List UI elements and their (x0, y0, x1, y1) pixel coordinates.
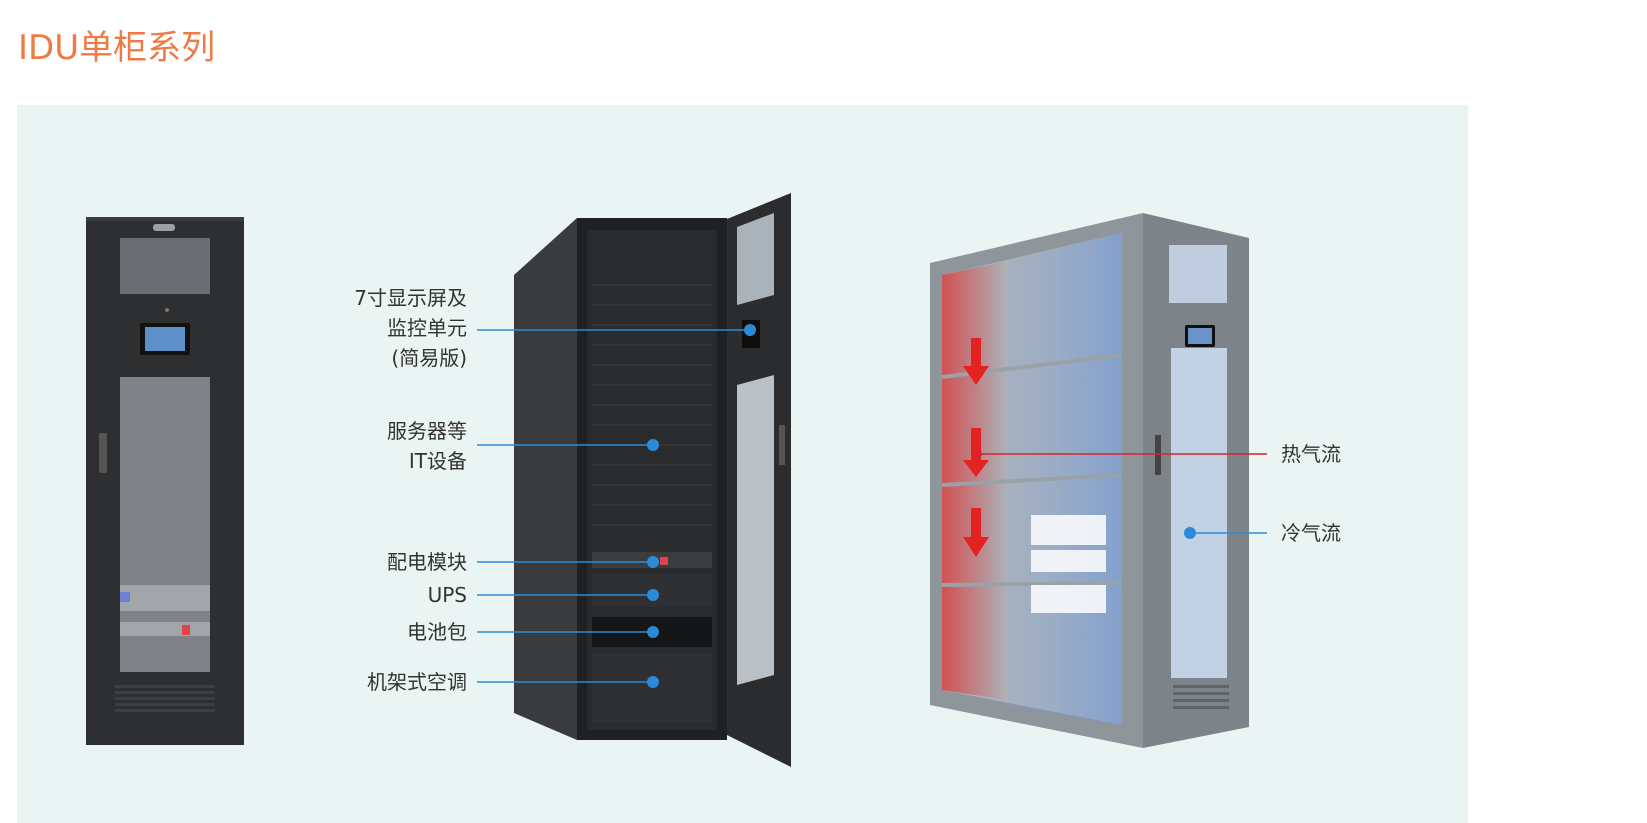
label-it-equipment: 服务器等 IT设备 (387, 416, 467, 476)
callout-lines-middle (477, 329, 750, 683)
label-line: 电池包 (407, 620, 467, 644)
label-line: 配电模块 (387, 550, 467, 574)
cabinet-illustration (86, 193, 1267, 767)
label-line: UPS (427, 583, 467, 607)
label-battery-pack: 电池包 (407, 617, 467, 647)
label-power-distribution: 配电模块 (387, 547, 467, 577)
label-cold-airflow: 冷气流 (1281, 521, 1341, 545)
label-line: 监控单元 (387, 316, 467, 340)
label-line: 服务器等 (387, 419, 467, 443)
product-figure-panel: 7寸显示屏及 监控单元 (简易版) 服务器等 IT设备 配电模块 UPS 电池包… (17, 105, 1468, 823)
label-line: 机架式空调 (367, 670, 467, 694)
label-hot-airflow: 热气流 (1281, 442, 1341, 466)
label-line: (简易版) (391, 346, 467, 370)
cabinet-open-door-view (514, 193, 791, 767)
cabinet-airflow-view (930, 213, 1249, 748)
page-title: IDU单柜系列 (18, 28, 216, 68)
label-ups: UPS (428, 580, 467, 610)
cabinet-front-view (86, 217, 244, 745)
callout-lines-right (972, 449, 1267, 539)
label-display-monitor: 7寸显示屏及 监控单元 (简易版) (354, 283, 467, 373)
label-line: IT设备 (408, 449, 467, 473)
label-rack-air-conditioner: 机架式空调 (367, 667, 467, 697)
callout-dots-middle (647, 324, 756, 688)
label-line: 7寸显示屏及 (354, 286, 467, 310)
